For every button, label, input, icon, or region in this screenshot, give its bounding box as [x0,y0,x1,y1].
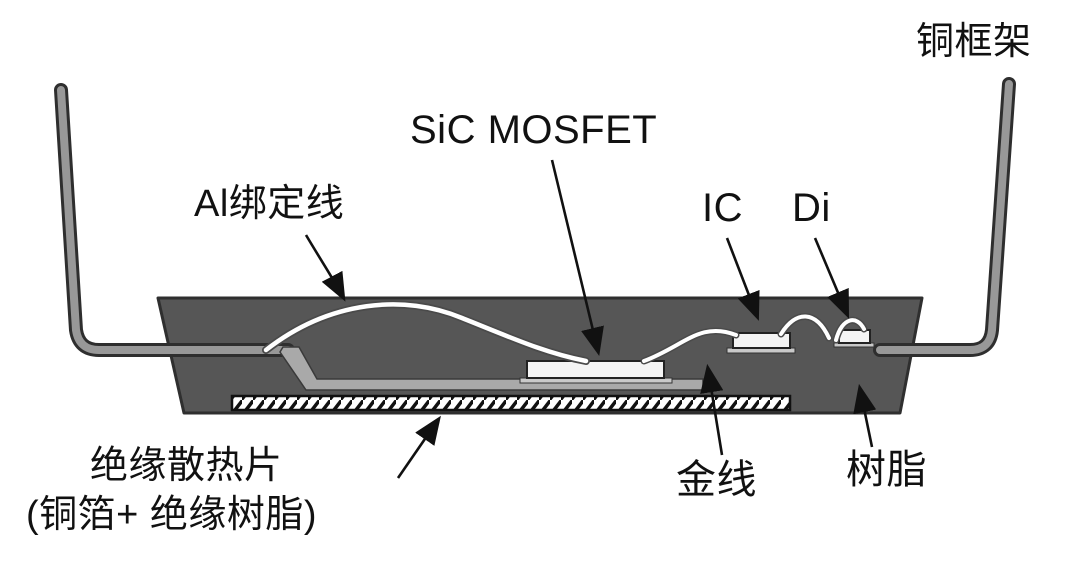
gold-wire [640,327,740,365]
label-heatsink-line2: (铜箔+ 绝缘树脂) [26,494,318,536]
label-sic-mosfet: SiC MOSFET [410,108,658,152]
di-arrow [813,237,850,319]
label-resin: 树脂 [846,448,927,492]
ic-di-wire [777,313,868,344]
label-al-bond-wire: Al绑定线 [194,183,345,225]
insulated-heatsink-strip [230,394,792,412]
ic-die [726,332,796,354]
label-di: Di [792,186,831,230]
lead-left [54,83,295,357]
al-bond-wire [262,300,590,365]
label-ic: IC [702,186,743,230]
sic-mosfet-arrow [550,159,604,357]
ic-arrow [725,237,760,321]
gold-wire-arrow [700,363,724,456]
sic-mosfet-die [519,360,673,384]
label-gold-wire: 金线 [676,458,757,502]
heatsink-arrow [396,415,441,479]
resin-arrow [853,383,877,448]
lead-right [873,77,1016,357]
al-wire-arrow [304,234,346,302]
label-copper-frame: 铜框架 [916,21,1032,63]
label-heatsink-line1: 绝缘散热片 [90,445,283,487]
